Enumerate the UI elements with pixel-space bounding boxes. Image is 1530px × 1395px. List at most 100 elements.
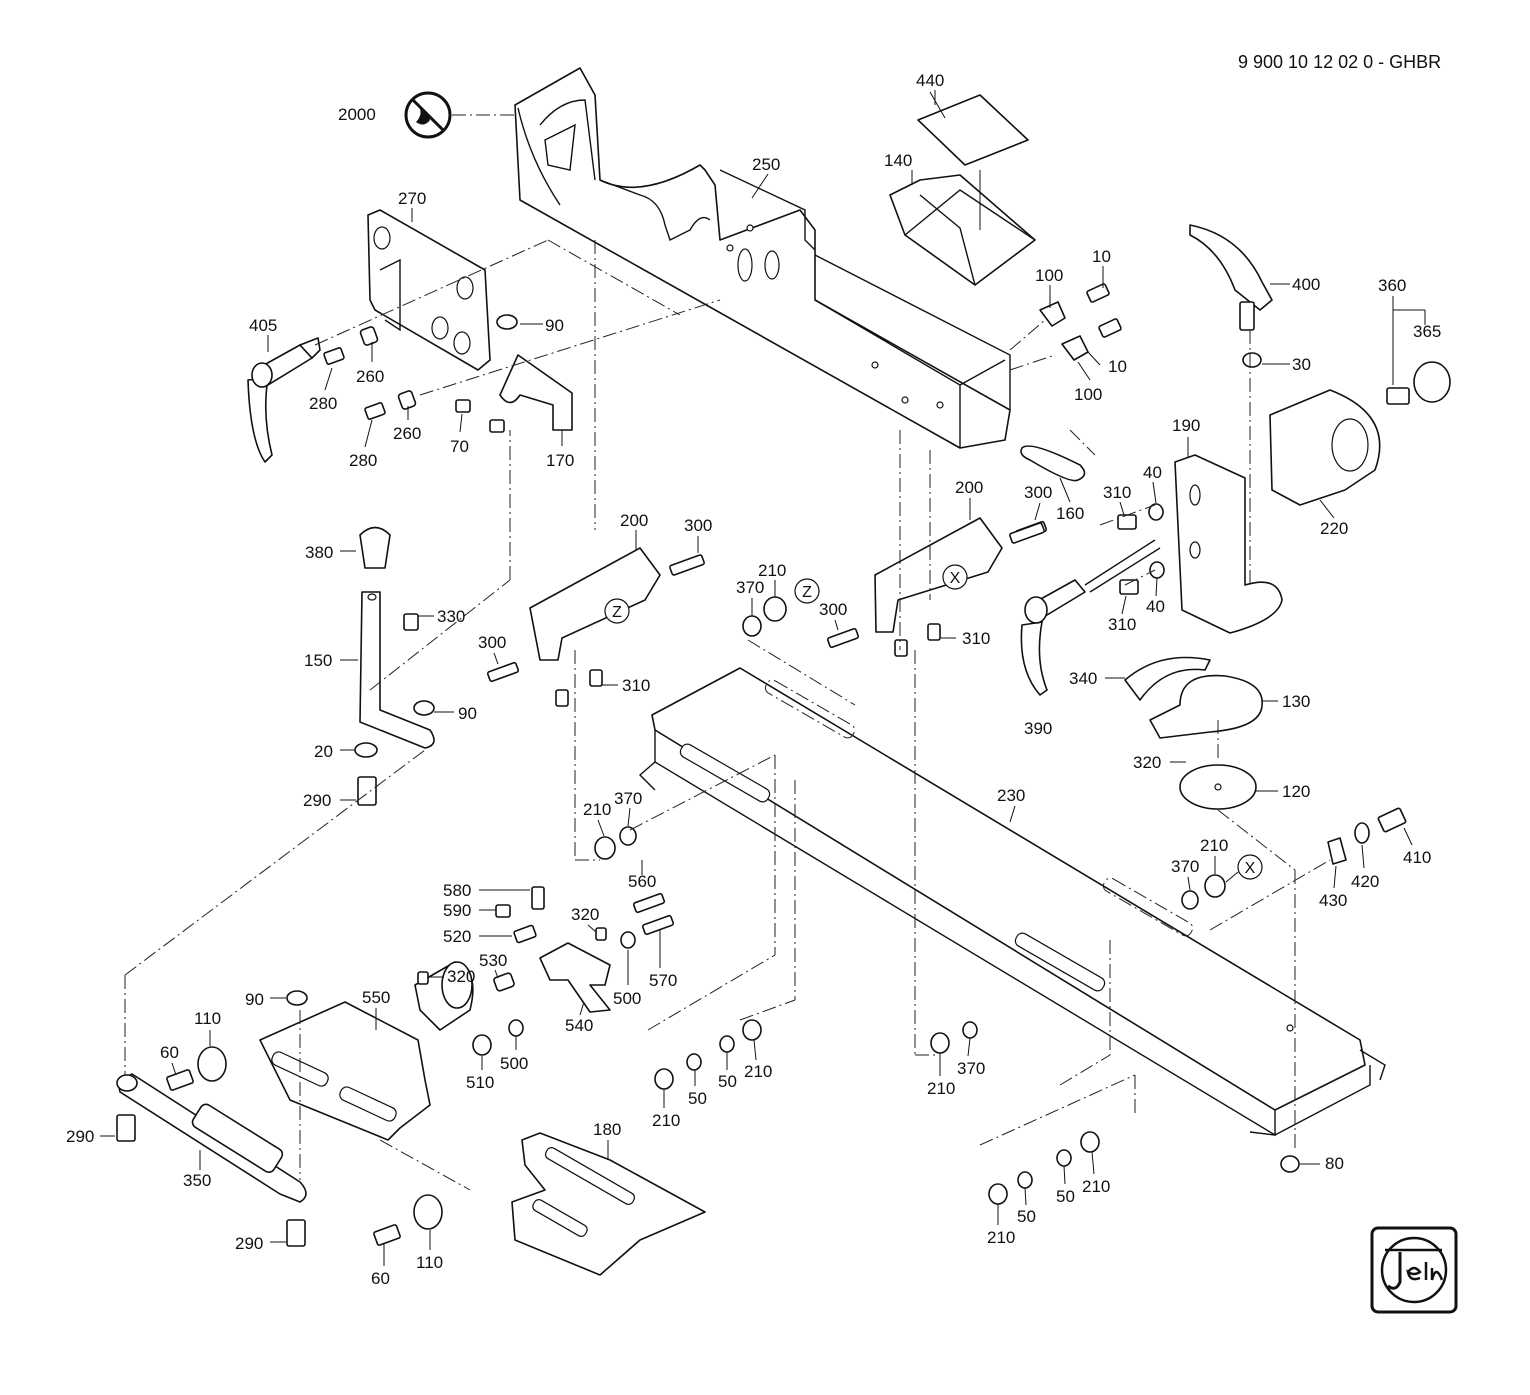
housing-part-250 xyxy=(514,67,1011,449)
callout-300-b: 300 xyxy=(684,516,712,535)
callout-560: 560 xyxy=(628,872,656,891)
hardware-group xyxy=(323,224,1451,910)
callout-210-e: 210 xyxy=(744,1062,772,1081)
callout-100-a: 100 xyxy=(1035,266,1063,285)
callout-365: 365 xyxy=(1413,322,1441,341)
callout-250: 250 xyxy=(752,155,780,174)
callout-120: 120 xyxy=(1282,782,1310,801)
callout-360: 360 xyxy=(1378,276,1406,295)
lower-assembly xyxy=(116,886,1300,1276)
marker-x-1: X xyxy=(942,564,968,590)
clamping-lever-part-405 xyxy=(247,337,321,463)
assembly-centerlines xyxy=(124,239,1331,1191)
callout-190: 190 xyxy=(1172,416,1200,435)
callout-540: 540 xyxy=(565,1016,593,1035)
callout-50-d: 50 xyxy=(1056,1187,1075,1206)
callout-100-b: 100 xyxy=(1074,385,1102,404)
callout-330: 330 xyxy=(437,607,465,626)
callout-50-b: 50 xyxy=(718,1072,737,1091)
callout-570: 570 xyxy=(649,971,677,990)
callout-500-b: 500 xyxy=(500,1054,528,1073)
callout-320-c: 320 xyxy=(447,967,475,986)
mounting-plate-part-270 xyxy=(367,209,491,371)
callout-90-a: 90 xyxy=(545,316,564,335)
callout-80: 80 xyxy=(1325,1154,1344,1173)
svg-text:X: X xyxy=(950,570,961,587)
callout-260-a: 260 xyxy=(356,367,384,386)
callout-310-a: 310 xyxy=(1103,483,1131,502)
callout-390: 390 xyxy=(1024,719,1052,738)
callout-370-b: 370 xyxy=(614,789,642,808)
callout-430: 430 xyxy=(1319,891,1347,910)
callout-140: 140 xyxy=(884,151,912,170)
document-number: 9 900 10 12 02 0 - GHBR xyxy=(1238,52,1441,72)
callout-labels: 2000 440 140 250 270 10 100 10 100 400 3… xyxy=(66,71,1441,1288)
label-sheet-part-440 xyxy=(917,94,1029,166)
callout-110-a: 110 xyxy=(194,1009,221,1028)
fein-logo-icon xyxy=(1370,1226,1458,1314)
callout-500-a: 500 xyxy=(613,989,641,1008)
callout-300-c: 300 xyxy=(819,600,847,619)
callout-350: 350 xyxy=(183,1171,211,1190)
callout-60-a: 60 xyxy=(160,1043,179,1062)
callout-380: 380 xyxy=(305,543,333,562)
callout-290-a: 290 xyxy=(303,791,331,810)
callout-270: 270 xyxy=(398,189,426,208)
callout-320-b: 320 xyxy=(571,905,599,924)
callout-230: 230 xyxy=(997,786,1025,805)
no-grease-symbol-icon xyxy=(404,91,452,139)
callout-210-g: 210 xyxy=(987,1228,1015,1247)
callout-290-c: 290 xyxy=(235,1234,263,1253)
callout-370-c: 370 xyxy=(1171,857,1199,876)
callout-370-a: 370 xyxy=(736,578,764,597)
callout-210-c: 210 xyxy=(1200,836,1228,855)
marker-x-2: X xyxy=(1237,854,1263,880)
callout-550: 550 xyxy=(362,988,390,1007)
callout-400: 400 xyxy=(1292,275,1320,294)
callout-170: 170 xyxy=(546,451,574,470)
callout-440: 440 xyxy=(916,71,944,90)
svg-text:Z: Z xyxy=(802,584,812,601)
marker-z-1: Z xyxy=(794,578,820,604)
callout-90-b: 90 xyxy=(458,704,477,723)
callout-180: 180 xyxy=(593,1120,621,1139)
guide-rail-part-230 xyxy=(638,667,1386,1137)
cover-part-140 xyxy=(889,174,1036,286)
callout-520: 520 xyxy=(443,927,471,946)
callout-30: 30 xyxy=(1292,355,1311,374)
callout-210-h: 210 xyxy=(1082,1177,1110,1196)
callout-290-b: 290 xyxy=(66,1127,94,1146)
callout-580: 580 xyxy=(443,881,471,900)
callout-50-a: 50 xyxy=(688,1089,707,1108)
callout-310-b: 310 xyxy=(1108,615,1136,634)
callout-70: 70 xyxy=(450,437,469,456)
callout-210-b: 210 xyxy=(583,800,611,819)
svg-text:X: X xyxy=(1245,860,1256,877)
callout-110-b: 110 xyxy=(416,1253,443,1272)
callout-300-a: 300 xyxy=(1024,483,1052,502)
callout-530: 530 xyxy=(479,951,507,970)
callout-40-b: 40 xyxy=(1146,597,1165,616)
callout-210-f: 210 xyxy=(927,1079,955,1098)
callout-150: 150 xyxy=(304,651,332,670)
callout-405: 405 xyxy=(249,316,277,335)
callout-200-a: 200 xyxy=(620,511,648,530)
callout-300-d: 300 xyxy=(478,633,506,652)
callout-280-a: 280 xyxy=(309,394,337,413)
callout-10-b: 10 xyxy=(1108,357,1127,376)
callout-260-b: 260 xyxy=(393,424,421,443)
callout-210-a: 210 xyxy=(758,561,786,580)
callout-340: 340 xyxy=(1069,669,1097,688)
marker-z-2: Z xyxy=(604,598,630,624)
callout-130: 130 xyxy=(1282,692,1310,711)
callout-410: 410 xyxy=(1403,848,1431,867)
callout-370-d: 370 xyxy=(957,1059,985,1078)
callout-60-b: 60 xyxy=(371,1269,390,1288)
callout-210-d: 210 xyxy=(652,1111,680,1130)
callout-310-d: 310 xyxy=(622,676,650,695)
svg-text:Z: Z xyxy=(612,604,622,621)
callout-2000: 2000 xyxy=(338,105,376,124)
callout-50-c: 50 xyxy=(1017,1207,1036,1226)
callout-20: 20 xyxy=(314,742,333,761)
